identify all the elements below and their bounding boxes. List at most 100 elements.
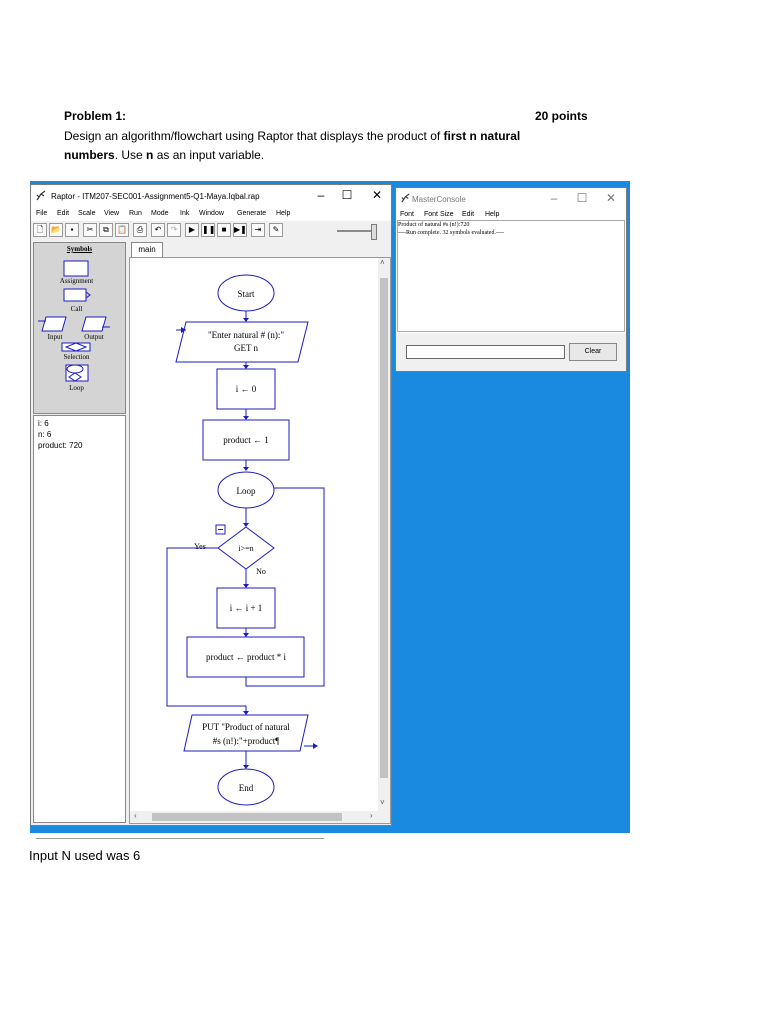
menu-edit[interactable]: Edit <box>57 210 70 217</box>
vertical-scroll-thumb[interactable] <box>380 278 388 778</box>
console-output[interactable]: Product of natural #s (n!):720 ----Run c… <box>397 220 625 332</box>
tab-main[interactable]: main <box>131 242 163 257</box>
symbols-heading: Symbols <box>66 245 93 253</box>
problem-description: Design an algorithm/flowchart using Rapt… <box>64 127 584 165</box>
variables-panel: i: 6 n: 6 product: 720 <box>33 415 126 823</box>
console-command-input[interactable] <box>406 345 565 359</box>
variable-n: n: 6 <box>38 430 52 439</box>
problem-text-part: Design an algorithm/flowchart using Rapt… <box>64 129 444 143</box>
variable-product: product: 720 <box>38 441 83 450</box>
multiply-label[interactable]: product ← product * i <box>206 652 286 662</box>
undo-icon[interactable]: ↶ <box>151 223 165 237</box>
menu-help[interactable]: Help <box>276 210 291 217</box>
copy-icon[interactable]: ⧉ <box>99 223 113 237</box>
scroll-left-icon[interactable]: ‹ <box>134 811 137 820</box>
loop-diamond-icon <box>68 372 82 382</box>
vertical-scrollbar[interactable]: ˄ ˅ <box>378 258 390 812</box>
open-folder-icon[interactable]: 📂 <box>49 223 63 237</box>
input-get-label[interactable]: GET n <box>234 343 259 353</box>
increment-box <box>216 587 276 629</box>
increment-label[interactable]: i ← i + 1 <box>230 603 263 613</box>
raptor-menubar: File Edit Scale View Run Mode Ink Window… <box>31 207 391 221</box>
assign-i-box <box>216 368 276 410</box>
output-label[interactable]: Output <box>84 333 104 341</box>
console-line: Product of natural #s (n!):720 <box>398 222 470 228</box>
minimize-button[interactable]: – <box>317 188 325 202</box>
console-close-button[interactable]: ✕ <box>605 191 617 205</box>
clear-button[interactable]: Clear <box>569 343 617 361</box>
menu-generate[interactable]: Generate <box>237 210 267 217</box>
yes-label[interactable]: Yes <box>194 542 206 551</box>
console-menu-edit[interactable]: Edit <box>462 211 475 218</box>
end-terminal <box>217 768 275 806</box>
symbols-shapes <box>38 260 110 382</box>
console-menu-help[interactable]: Help <box>485 211 500 218</box>
console-maximize-button[interactable]: ☐ <box>576 191 588 205</box>
menu-file[interactable]: File <box>36 210 48 217</box>
pause-icon[interactable]: ❚❚ <box>201 223 215 237</box>
scroll-right-icon[interactable]: › <box>370 811 373 820</box>
maximize-button[interactable]: ☐ <box>341 188 353 202</box>
arrow-head <box>243 365 249 369</box>
problem-text-bold: numbers <box>64 148 115 162</box>
no-label[interactable]: No <box>256 567 266 576</box>
call-label[interactable]: Call <box>70 305 83 313</box>
menu-ink[interactable]: Ink <box>180 210 190 217</box>
call-symbol-icon <box>63 288 87 302</box>
paste-icon[interactable]: 📋 <box>115 223 129 237</box>
condition-label[interactable]: i>=n <box>238 544 253 553</box>
close-button[interactable]: ✕ <box>371 188 383 202</box>
arrow-head <box>243 416 249 420</box>
taskbar-strip <box>30 833 636 841</box>
console-bottom-bar: Clear <box>396 333 626 371</box>
output-arrow-head <box>313 743 318 749</box>
horizontal-scroll-thumb[interactable] <box>152 813 342 821</box>
flowchart-svg: Start "Enter natural # (n):" GET n i ← 0 pro… <box>166 274 325 806</box>
new-file-icon[interactable]: 🗋 <box>33 223 47 237</box>
speed-slider-thumb[interactable] <box>371 224 377 240</box>
arrow-head <box>243 318 249 322</box>
console-menu-font[interactable]: Font <box>400 211 415 218</box>
raptor-logo-icon <box>401 193 410 203</box>
print-icon[interactable]: ⎙ <box>133 223 147 237</box>
input-prompt-label[interactable]: "Enter natural # (n):" <box>208 330 284 340</box>
pen-icon[interactable]: ✎ <box>269 223 283 237</box>
menu-scale[interactable]: Scale <box>78 210 96 217</box>
start-label[interactable]: Start <box>238 289 255 299</box>
loop-back-connector <box>245 487 325 687</box>
horizontal-scrollbar[interactable]: ‹ › <box>130 811 390 823</box>
scroll-down-icon[interactable]: ˅ <box>380 798 385 807</box>
assign-i-label[interactable]: i ← 0 <box>236 384 257 394</box>
assign-product-label[interactable]: product ← 1 <box>223 435 269 445</box>
console-menu-font-size[interactable]: Font Size <box>424 211 454 218</box>
loop-label[interactable]: Loop <box>237 486 256 496</box>
end-label[interactable]: End <box>239 783 254 793</box>
selection-label[interactable]: Selection <box>63 353 90 361</box>
output-line2-label[interactable]: #s (n!):"+product¶ <box>213 736 280 746</box>
play-icon[interactable]: ▶ <box>185 223 199 237</box>
output-line1-label[interactable]: PUT "Product of natural <box>202 722 290 732</box>
menu-view[interactable]: View <box>104 210 120 217</box>
step-into-icon[interactable]: ⇥ <box>251 223 265 237</box>
speed-slider-track[interactable] <box>337 230 377 232</box>
save-icon[interactable]: ▪ <box>65 223 79 237</box>
scroll-up-icon[interactable]: ˄ <box>380 258 385 267</box>
menu-mode[interactable]: Mode <box>151 210 169 217</box>
menu-window[interactable]: Window <box>199 210 224 217</box>
console-minimize-button[interactable]: – <box>550 191 558 205</box>
loop-label[interactable]: Loop <box>69 384 84 392</box>
problem-points: 20 points <box>535 109 588 123</box>
raptor-logo-icon <box>36 190 46 201</box>
step-icon[interactable]: ▶❚ <box>233 223 247 237</box>
menu-run[interactable]: Run <box>129 210 142 217</box>
problem-title: Problem 1: <box>64 109 127 123</box>
output-symbol-icon <box>81 316 107 332</box>
redo-icon[interactable]: ↷ <box>167 223 181 237</box>
assignment-label[interactable]: Assignment <box>59 277 94 285</box>
input-label[interactable]: Input <box>47 333 63 341</box>
problem-text-part: as an input variable. <box>153 148 265 162</box>
stop-icon[interactable]: ■ <box>217 223 231 237</box>
assign-product-box <box>202 419 290 461</box>
raptor-toolbar: 🗋 📂 ▪ ✂ ⧉ 📋 ⎙ ↶ ↷ ▶ ❚❚ ■ ▶❚ ⇥ ✎ <box>31 222 391 240</box>
cut-icon[interactable]: ✂ <box>83 223 97 237</box>
